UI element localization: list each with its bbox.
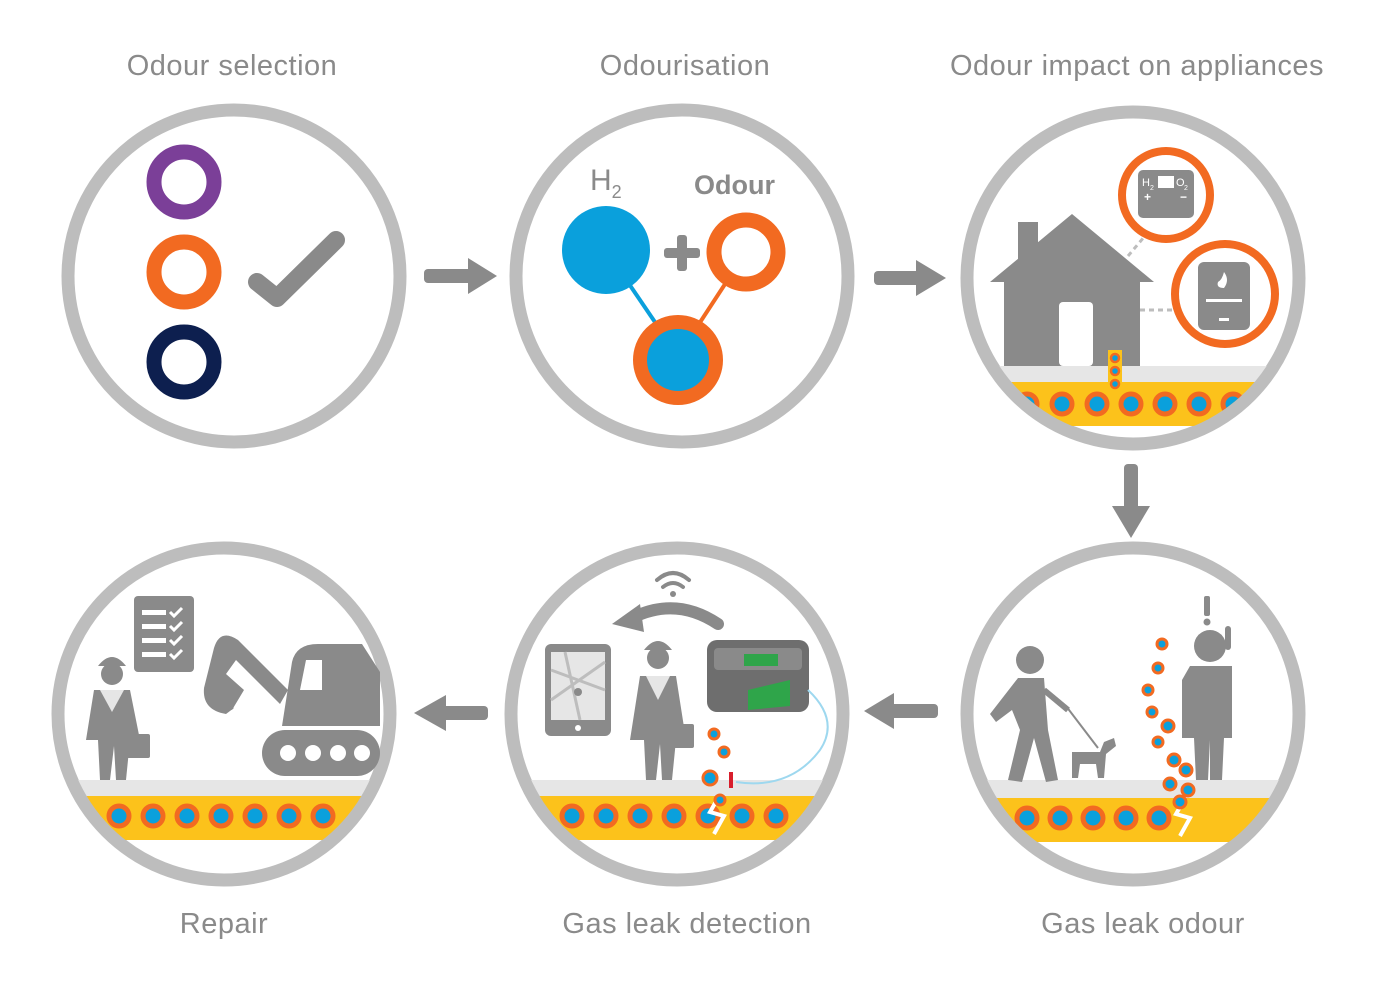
stage-odour-impact: H 2 O 2 + − <box>960 105 1306 451</box>
stage-gas-leak-detection <box>504 541 850 887</box>
odour-molecule <box>706 212 786 292</box>
h2-label: H2 <box>590 164 622 202</box>
gas-detector-case-icon <box>707 640 829 785</box>
leaking-gas-bubbles <box>701 727 733 807</box>
tablet-map-icon <box>545 644 611 736</box>
stage-gas-leak-odour <box>960 541 1306 887</box>
odourised-gas-molecule <box>633 315 723 405</box>
orange-odour-option <box>146 234 222 310</box>
svg-text:H: H <box>1142 177 1150 189</box>
arrow-left-icon <box>414 695 488 731</box>
stage-title-gas-leak-detection: Gas leak detection <box>562 908 812 940</box>
stage-title-odour-impact: Odour impact on appliances <box>949 50 1325 82</box>
stage-title-odour-selection: Odour selection <box>126 50 338 82</box>
svg-text:2: 2 <box>1184 185 1188 192</box>
stage-ring <box>509 103 855 449</box>
arrow-right-icon <box>424 258 497 294</box>
arrow-down-icon <box>1112 464 1150 538</box>
person-smelling-gas-icon <box>1182 596 1232 780</box>
gas-molecules-row <box>559 803 789 829</box>
repair-engineer-icon <box>86 657 150 780</box>
arrow-left-icon <box>864 693 938 729</box>
stage-title-odourisation: Odourisation <box>599 50 771 82</box>
stage-title-repair: Repair <box>179 908 269 940</box>
boiler-appliance <box>1171 240 1279 348</box>
gas-molecules-row <box>1014 805 1172 831</box>
svg-text:O: O <box>1176 177 1185 189</box>
svg-text:−: − <box>1180 190 1187 204</box>
svg-text:2: 2 <box>1150 185 1154 192</box>
arrow-right-icon <box>874 260 946 296</box>
purple-odour-option <box>146 144 222 220</box>
house-icon <box>990 214 1154 366</box>
navy-odour-option <box>146 324 222 400</box>
gas-molecules-row <box>106 803 336 829</box>
pipe-crack-icon <box>706 797 727 835</box>
stage-odourisation: H2 Odour <box>509 103 855 449</box>
stage-title-gas-leak-odour: Gas leak odour <box>1041 908 1245 940</box>
fuel-cell-appliance: H 2 O 2 + − <box>1118 147 1214 243</box>
gas-engineer-icon <box>630 641 694 780</box>
wifi-icon <box>655 571 691 597</box>
checklist-icon <box>134 596 194 672</box>
leaking-gas-bubbles <box>1141 637 1196 810</box>
stage-ring <box>61 103 407 449</box>
stage-odour-selection <box>61 103 407 449</box>
person-walking-dog-icon <box>990 646 1116 782</box>
plus-icon <box>664 235 700 271</box>
excavator-icon <box>203 635 380 776</box>
checkmark-icon <box>248 231 345 307</box>
hydrogen-molecule <box>562 206 650 294</box>
odour-label: Odour <box>694 170 775 200</box>
flame-icon <box>1217 272 1227 288</box>
svg-text:+: + <box>1144 190 1151 204</box>
stage-repair <box>51 541 397 887</box>
